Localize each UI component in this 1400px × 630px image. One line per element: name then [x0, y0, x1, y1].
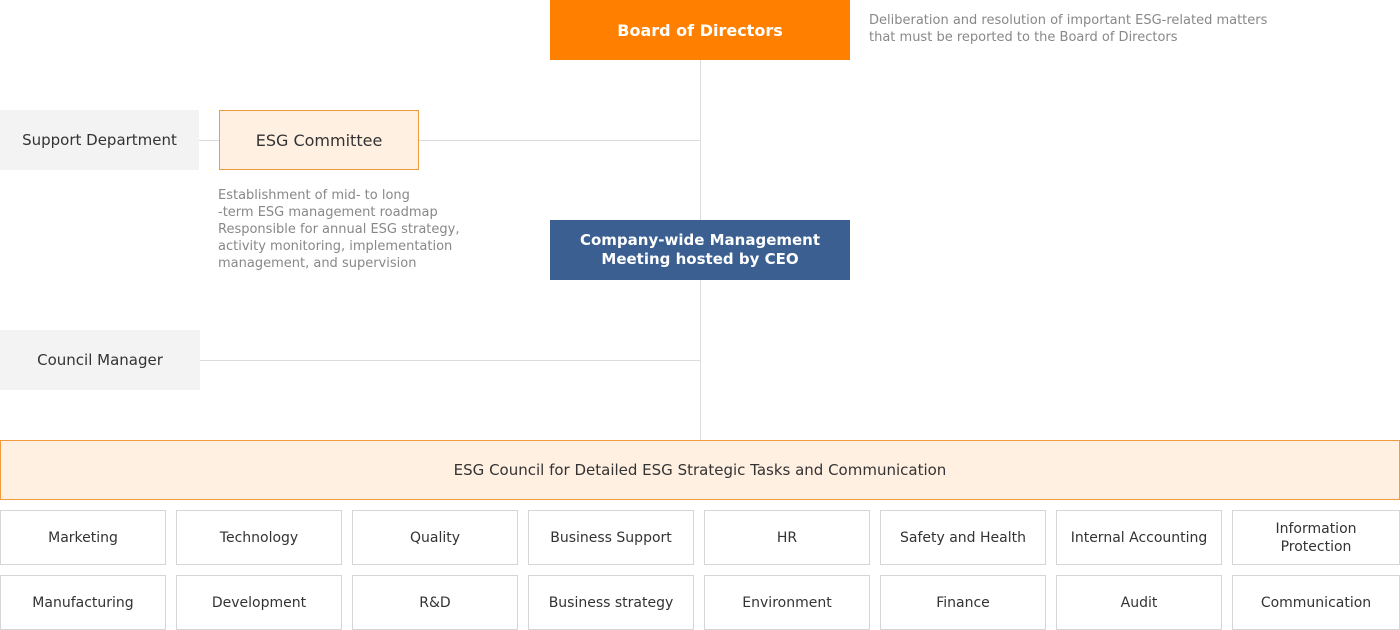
department-label: Business Support: [550, 529, 672, 546]
department-label: Internal Accounting: [1070, 529, 1208, 546]
committee-description-line: Responsible for annual ESG strategy,: [218, 222, 460, 237]
board-description: Deliberation and resolution of important…: [869, 12, 1289, 46]
ceo-management-meeting-box: Company-wide Management Meeting hosted b…: [550, 220, 850, 280]
department-box-manufacturing: Manufacturing: [0, 575, 166, 630]
department-box-internal-accounting: Internal Accounting: [1056, 510, 1222, 565]
department-label: R&D: [419, 594, 451, 611]
department-label: Marketing: [48, 529, 118, 546]
department-box-hr: HR: [704, 510, 870, 565]
department-box-marketing: Marketing: [0, 510, 166, 565]
department-box-quality: Quality: [352, 510, 518, 565]
esg-council-label: ESG Council for Detailed ESG Strategic T…: [453, 461, 947, 479]
ceo-meeting-line: Meeting hosted by CEO: [601, 250, 799, 268]
department-label: HR: [776, 529, 798, 546]
department-label: Information Protection: [1275, 520, 1357, 555]
committee-connector: [419, 140, 700, 141]
department-box-finance: Finance: [880, 575, 1046, 630]
department-box-safety-and-health: Safety and Health: [880, 510, 1046, 565]
esg-committee-box: ESG Committee: [219, 110, 419, 170]
department-box-rnd: R&D: [352, 575, 518, 630]
committee-description-line: management, and supervision: [218, 256, 417, 271]
council-manager-label: Council Manager: [37, 351, 163, 369]
department-box-information-protection: Information Protection: [1232, 510, 1400, 565]
department-box-technology: Technology: [176, 510, 342, 565]
esg-committee-label: ESG Committee: [255, 130, 383, 150]
department-label: Finance: [936, 594, 990, 611]
esg-council-bar: ESG Council for Detailed ESG Strategic T…: [0, 440, 1400, 500]
committee-description-line: activity monitoring, implementation: [218, 239, 453, 254]
committee-description-line: -term ESG management roadmap: [218, 205, 438, 220]
department-label: Technology: [219, 529, 299, 546]
department-label: Audit: [1120, 594, 1158, 611]
council-manager-box: Council Manager: [0, 330, 200, 390]
board-description-line: Deliberation and resolution of important…: [869, 13, 1268, 28]
department-box-business-support: Business Support: [528, 510, 694, 565]
department-box-environment: Environment: [704, 575, 870, 630]
board-description-line: that must be reported to the Board of Di…: [869, 30, 1178, 45]
department-label: Environment: [742, 594, 832, 611]
department-box-communication: Communication: [1232, 575, 1400, 630]
esg-committee-description: Establishment of mid- to long -term ESG …: [218, 187, 488, 272]
support-to-committee-connector: [199, 140, 219, 141]
board-title: Board of Directors: [617, 20, 783, 40]
department-label: Development: [211, 594, 307, 611]
department-label: Business strategy: [548, 594, 674, 611]
department-label: Quality: [409, 529, 461, 546]
support-department-box: Support Department: [0, 110, 199, 170]
department-label: Manufacturing: [32, 594, 134, 611]
manager-connector: [200, 360, 700, 361]
department-box-business-strategy: Business strategy: [528, 575, 694, 630]
ceo-meeting-line: Company-wide Management: [579, 231, 821, 249]
department-label: Communication: [1260, 594, 1372, 611]
board-of-directors-box: Board of Directors: [550, 0, 850, 60]
department-label: Safety and Health: [900, 529, 1026, 546]
committee-description-line: Establishment of mid- to long: [218, 188, 410, 203]
department-box-development: Development: [176, 575, 342, 630]
department-box-audit: Audit: [1056, 575, 1222, 630]
support-department-label: Support Department: [22, 131, 177, 149]
